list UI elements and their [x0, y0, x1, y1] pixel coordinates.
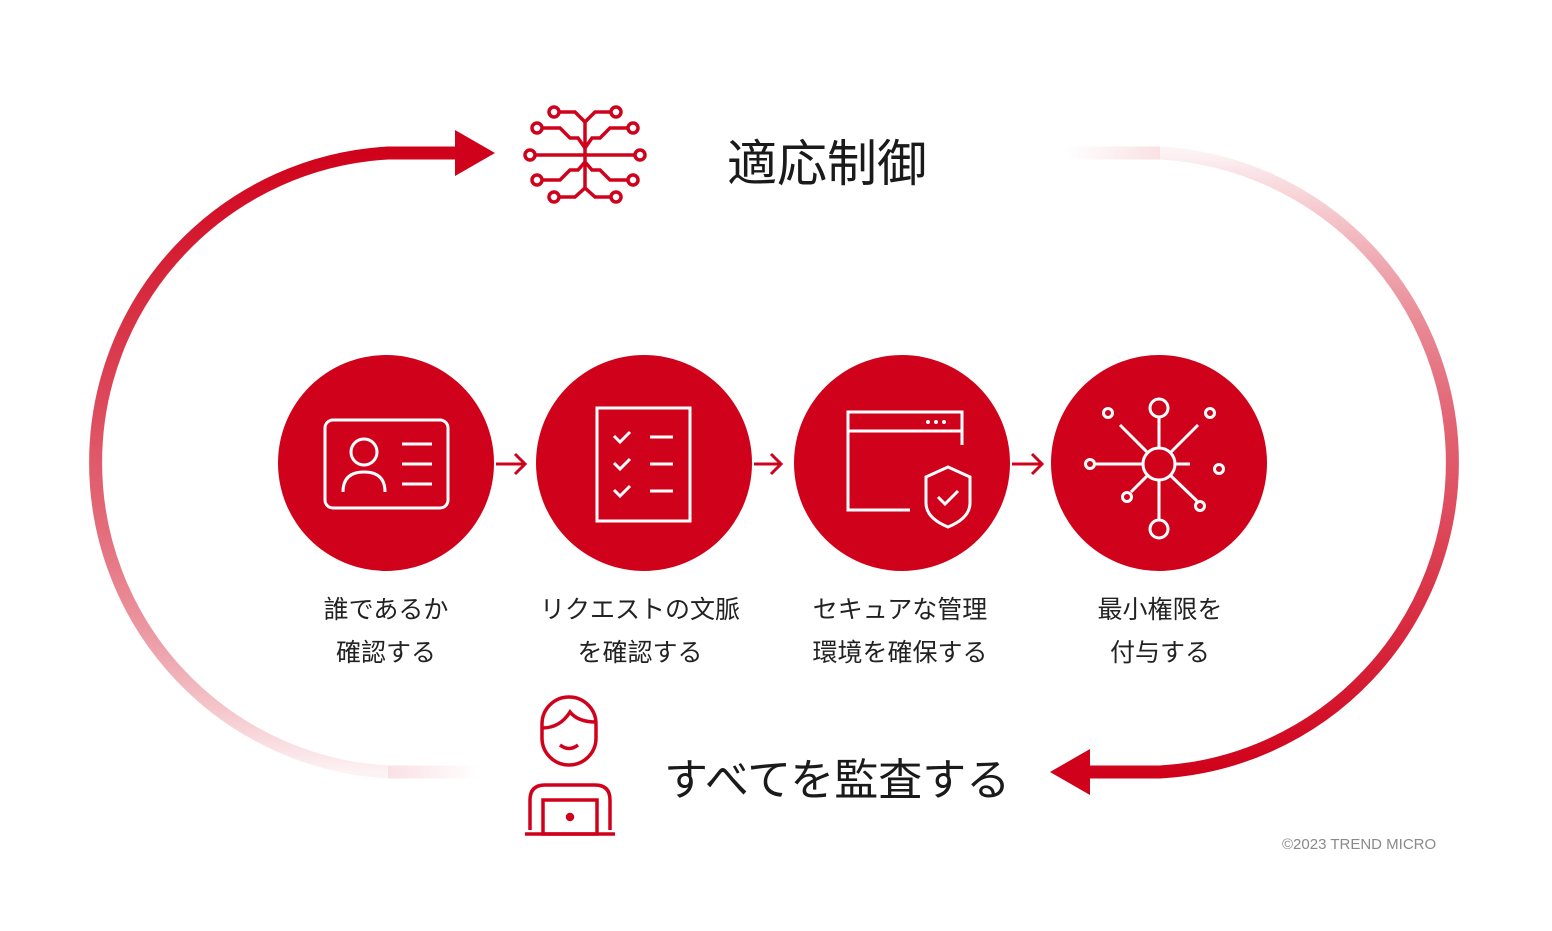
step-label-line: 付与する — [1109, 638, 1210, 667]
step-label-environment: セキュアな管理 環境を確保する — [770, 588, 1030, 674]
right-loop-arrow — [1050, 146, 1459, 795]
step-label-privilege: 最小権限を 付与する — [1030, 588, 1290, 674]
secure-window-icon — [846, 410, 972, 529]
person-laptop-icon — [525, 695, 615, 836]
step-label-line: 環境を確保する — [812, 638, 988, 667]
arrowhead-left-icon — [1050, 749, 1090, 795]
step-label-line: セキュアな管理 — [812, 595, 988, 624]
connector-arrow-2 — [754, 452, 784, 476]
left-loop-arrow — [89, 130, 495, 779]
connector-arrow-3 — [1012, 452, 1045, 476]
step-label-identity: 誰であるか 確認する — [256, 588, 516, 674]
step-label-line: 最小権限を — [1097, 595, 1223, 624]
step-circle-context — [536, 355, 752, 571]
top-title-adaptive-control: 適応制御 — [727, 135, 927, 193]
copyright: ©2023 TREND MICRO — [1282, 836, 1437, 853]
step-label-context: リクエストの文脈 を確認する — [510, 588, 770, 674]
id-card-icon — [323, 418, 450, 510]
step-circle-identity — [278, 355, 494, 571]
arrowhead-right-icon — [455, 130, 495, 176]
network-hub-icon — [1084, 397, 1225, 540]
step-label-line: 確認する — [335, 638, 436, 667]
connector-arrow-1 — [496, 452, 528, 476]
checklist-icon — [595, 406, 692, 523]
step-label-line: 誰であるか — [323, 595, 449, 624]
step-circle-environment — [794, 355, 1010, 571]
step-label-line: リクエストの文脈 — [539, 595, 740, 624]
bottom-title-audit-everything: すべてを監査する — [664, 755, 1011, 806]
circuit-icon — [523, 105, 647, 204]
step-circle-privilege — [1051, 355, 1267, 571]
step-label-line: を確認する — [577, 638, 703, 667]
